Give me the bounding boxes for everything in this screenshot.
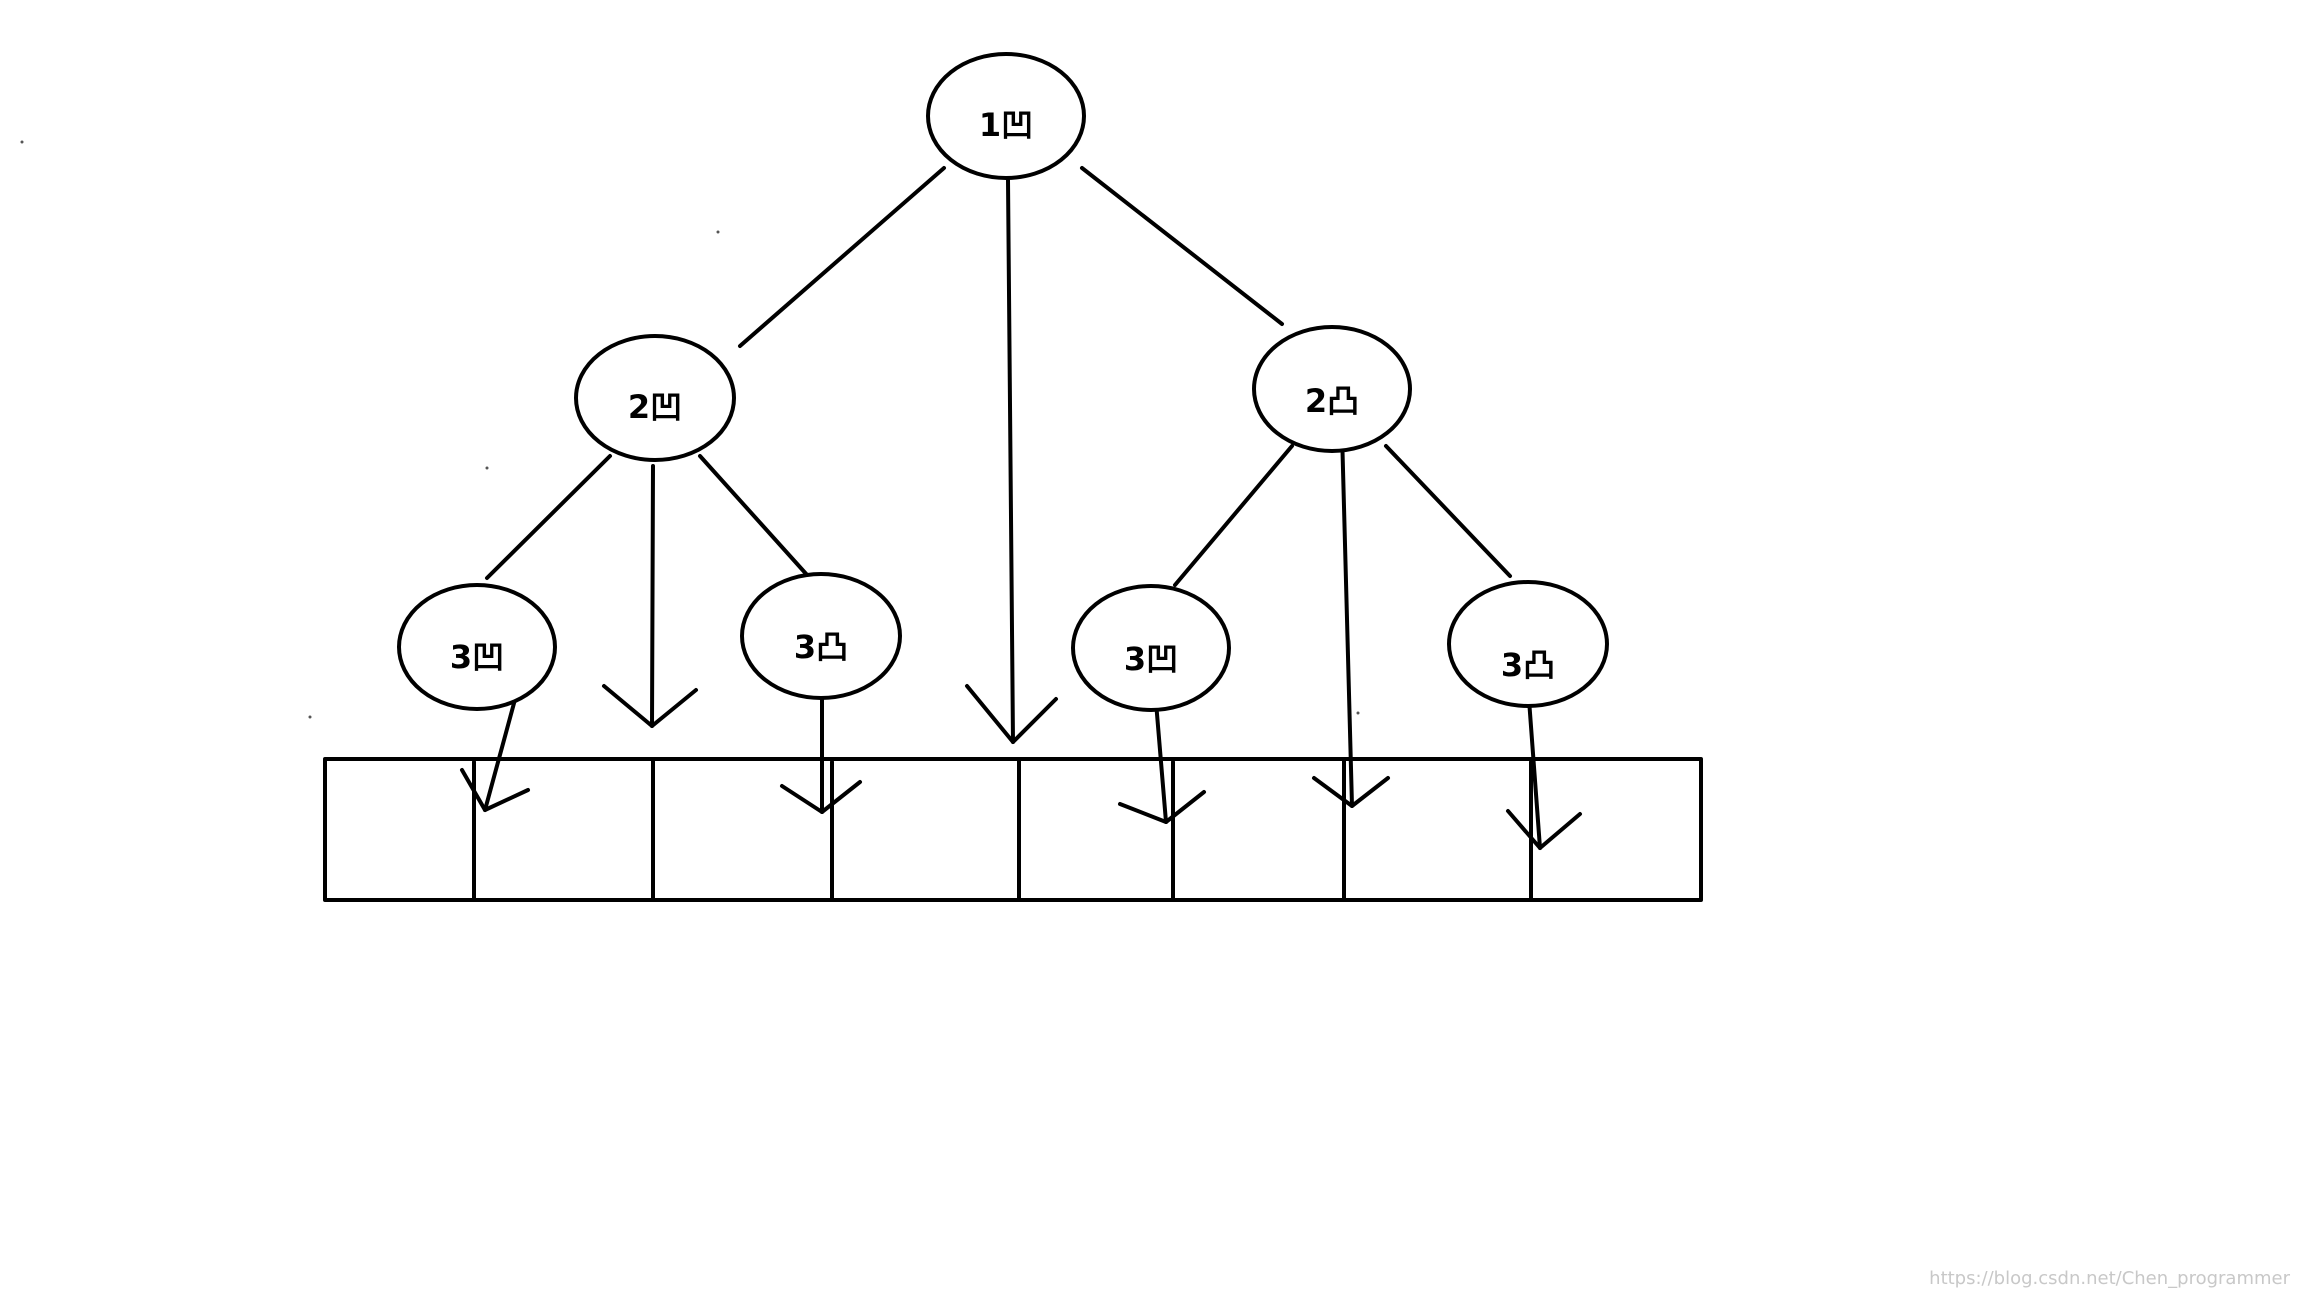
speck <box>485 466 489 470</box>
edge-2left-to-3-1 <box>485 454 612 580</box>
node-root: 1凹 <box>926 52 1086 180</box>
edge-2right-to-3-3 <box>1173 444 1294 587</box>
arrow-shaft-2-right <box>1340 430 1354 808</box>
arrow-head-icon <box>602 684 698 728</box>
strip-outline <box>323 757 1703 902</box>
node-label: 3凸 <box>794 628 848 666</box>
node-2-right: 2凸 <box>1252 325 1412 453</box>
arrow-head-icon <box>1506 809 1582 850</box>
speck <box>716 230 720 234</box>
node-ellipse <box>1447 580 1609 708</box>
node-3-1: 3凹 <box>397 583 557 711</box>
node-3-2: 3凸 <box>740 572 902 700</box>
tree-edges <box>485 166 1512 587</box>
projection-arrows <box>460 178 1582 850</box>
edge-2right-to-3-4 <box>1384 444 1512 578</box>
node-ellipse <box>574 334 736 462</box>
node-label: 3凹 <box>450 638 504 676</box>
node-label: 2凹 <box>628 388 682 426</box>
arrow-head-icon <box>1118 790 1206 824</box>
node-ellipse <box>1071 584 1231 712</box>
speck <box>1356 711 1360 715</box>
array-strip <box>323 757 1703 902</box>
node-3-4: 3凸 <box>1447 580 1609 708</box>
node-ellipse <box>397 583 557 711</box>
node-label: 2凸 <box>1305 382 1359 420</box>
node-3-3: 3凹 <box>1071 584 1231 712</box>
node-label: 3凹 <box>1124 640 1178 678</box>
arrow-shaft-3-4 <box>1526 684 1542 850</box>
arrow-shaft-3-3 <box>1154 700 1168 824</box>
arrow-head-icon <box>1312 776 1390 808</box>
node-label: 1凹 <box>979 106 1033 144</box>
node-ellipse <box>926 52 1086 180</box>
speck <box>20 140 24 144</box>
edge-2left-to-3-2 <box>698 454 810 578</box>
node-2-left: 2凹 <box>574 334 736 462</box>
watermark: https://blog.csdn.net/Chen_programmer <box>1929 1268 2290 1289</box>
arrow-head-icon <box>965 684 1058 744</box>
node-ellipse <box>740 572 902 700</box>
speck <box>308 715 312 719</box>
arrow-shaft-2-left <box>650 464 655 728</box>
arrow-head-icon <box>780 780 862 814</box>
edge-root-to-2-left <box>738 166 946 348</box>
node-label: 3凸 <box>1501 646 1555 684</box>
arrow-shaft-root <box>1006 178 1015 744</box>
node-ellipse <box>1252 325 1412 453</box>
arrow-head-icon <box>460 768 530 812</box>
edge-root-to-2-right <box>1080 166 1284 326</box>
